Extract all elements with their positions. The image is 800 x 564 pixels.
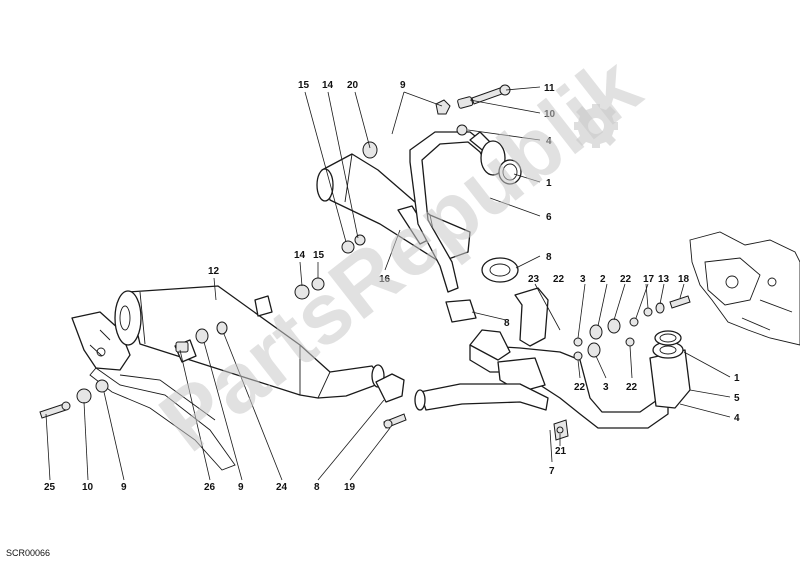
- callout-4: 4: [546, 136, 552, 147]
- callout-8: 8: [504, 318, 510, 329]
- leader-lines: [45, 86, 731, 481]
- engine-outline: [689, 231, 800, 346]
- callout-3: 3: [603, 382, 609, 393]
- callout-labels: 15 14 20 9 11 10 4 1 6 8 16 12 14 15 23 …: [44, 80, 740, 493]
- callout-2: 2: [600, 274, 606, 285]
- callout-12: 12: [208, 266, 220, 277]
- callout-4: 4: [734, 413, 740, 424]
- callout-1: 1: [734, 373, 740, 384]
- upper-header-pipe: [409, 131, 519, 293]
- callout-8: 8: [546, 252, 552, 263]
- callout-15: 15: [298, 80, 310, 91]
- callout-21: 21: [555, 446, 567, 457]
- callout-3: 3: [580, 274, 586, 285]
- callout-8: 8: [314, 482, 320, 493]
- callout-22: 22: [553, 274, 565, 285]
- callout-24: 24: [276, 482, 288, 493]
- callout-15: 15: [313, 250, 325, 261]
- callout-9: 9: [400, 80, 406, 91]
- gear-icon: [574, 104, 618, 148]
- callout-22: 22: [574, 382, 586, 393]
- callout-23: 23: [528, 274, 540, 285]
- hardware: [39, 84, 691, 441]
- callout-6: 6: [546, 212, 552, 223]
- y-pipe-assembly: [414, 287, 691, 429]
- callout-14: 14: [294, 250, 306, 261]
- callout-25: 25: [44, 482, 56, 493]
- callout-13: 13: [658, 274, 670, 285]
- callout-9: 9: [238, 482, 244, 493]
- callout-10: 10: [82, 482, 94, 493]
- callout-18: 18: [678, 274, 690, 285]
- gaskets: [498, 159, 682, 346]
- clamps: [375, 299, 477, 403]
- callout-10: 10: [544, 109, 556, 120]
- callout-20: 20: [347, 80, 359, 91]
- callout-19: 19: [344, 482, 356, 493]
- callout-1: 1: [546, 178, 552, 189]
- callout-14: 14: [322, 80, 334, 91]
- callout-22: 22: [620, 274, 632, 285]
- lower-muffler: [114, 285, 385, 399]
- callout-22: 22: [626, 382, 638, 393]
- callout-11: 11: [544, 83, 555, 94]
- callout-26: 26: [204, 482, 216, 493]
- callout-9: 9: [121, 482, 127, 493]
- callout-7: 7: [549, 466, 555, 477]
- callout-17: 17: [643, 274, 655, 285]
- diagram-code: SCR00066: [6, 548, 51, 558]
- callout-5: 5: [734, 393, 740, 404]
- callout-16: 16: [379, 274, 391, 285]
